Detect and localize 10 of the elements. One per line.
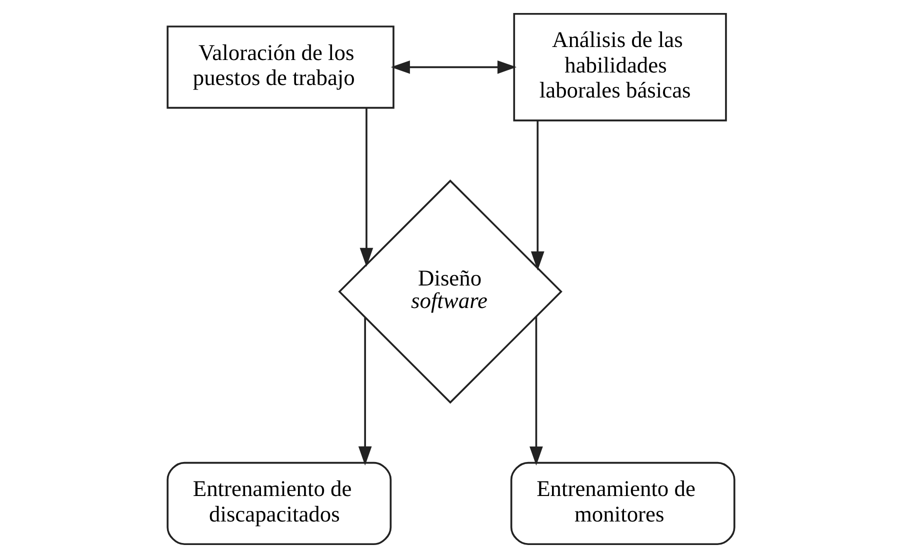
node-box: Entrenamiento de discapacitados	[166, 462, 392, 546]
arrow	[530, 316, 543, 466]
node-box: Entrenamiento de monitores	[510, 462, 736, 546]
arrow	[360, 108, 374, 267]
arrow	[390, 60, 517, 74]
arrow	[358, 318, 372, 466]
node-box: Valoración de los puestos de trabajo	[166, 26, 394, 109]
arrow	[530, 120, 544, 271]
node-diamond: Diseño software	[338, 180, 562, 404]
node-box: Análisis de las habilidades laborales básicas	[513, 12, 727, 122]
